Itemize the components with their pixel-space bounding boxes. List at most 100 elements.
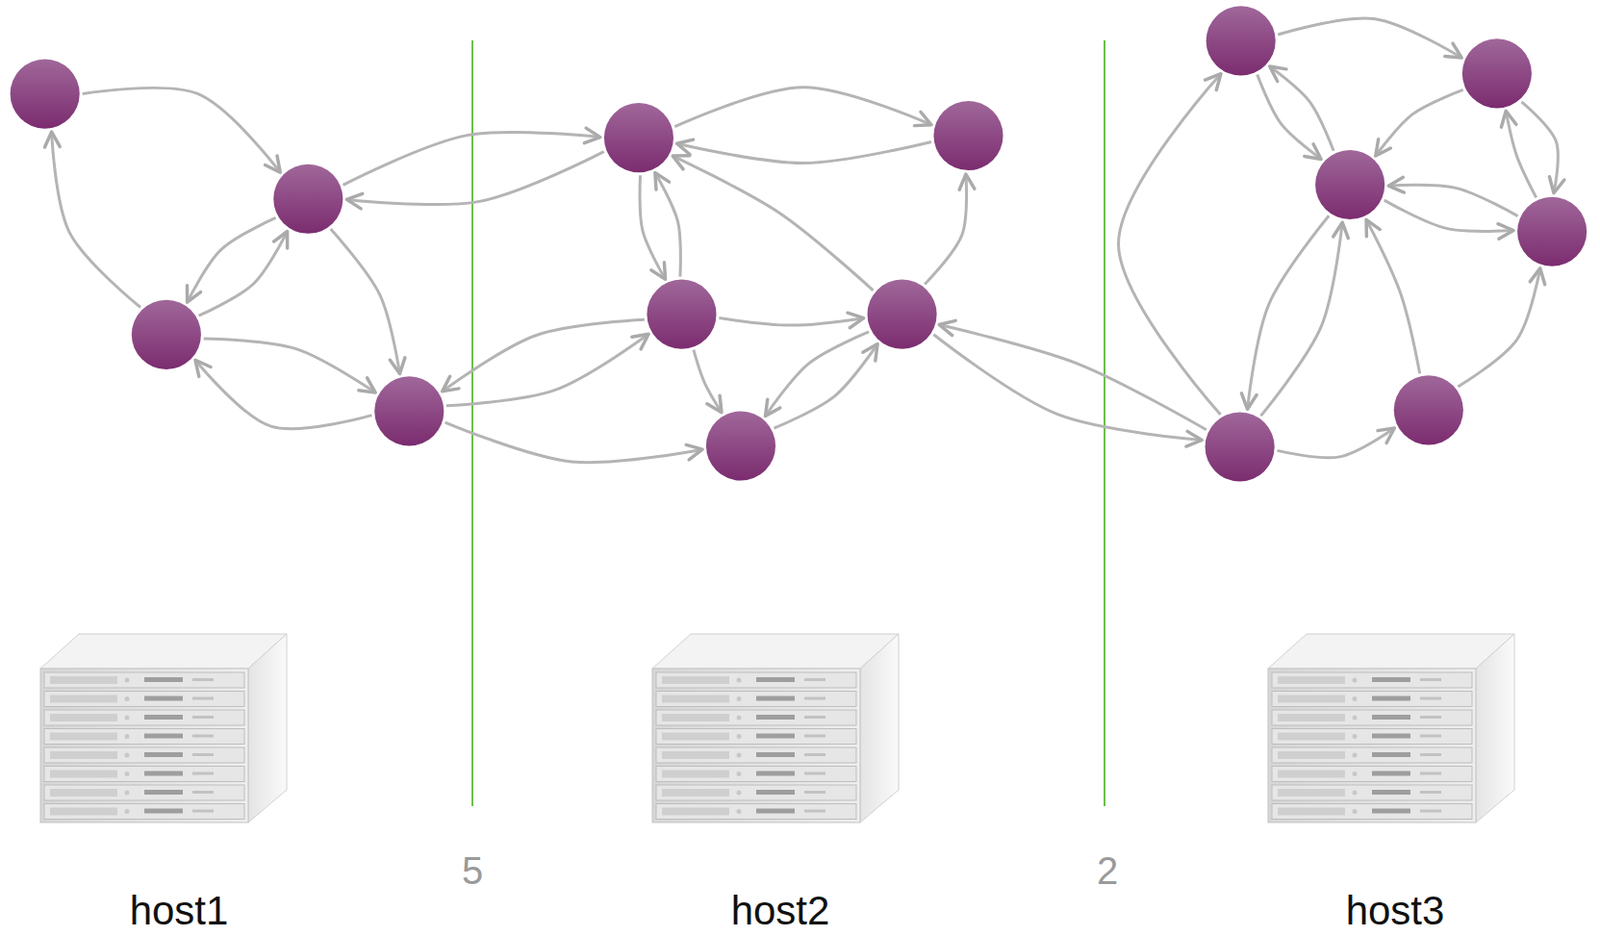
server-bay [1277,695,1346,704]
server-slot [1420,810,1442,813]
graph-vertex [374,376,444,446]
server-slot [756,809,795,814]
server-led [736,734,742,739]
server-unit [1271,747,1473,763]
server-led [1352,678,1358,684]
graph-arrow [693,350,722,413]
graph-vertex [1205,411,1275,482]
graph-arrow [672,155,873,291]
server-slot [144,677,183,683]
host-name: host1 [129,890,229,932]
server-led [125,790,130,796]
server-slot [192,715,214,719]
server-slot [192,810,214,813]
graph-vertex [1206,5,1276,76]
server-icon [1268,634,1515,823]
server-slot [756,734,795,739]
graph-arrow [346,152,604,205]
servers [40,634,1515,823]
server-icon [652,634,899,823]
server-unit [44,785,245,801]
graph-arrow [718,318,864,327]
server-bay [50,788,118,797]
server-slot [192,753,214,757]
server-unit [1271,804,1473,820]
server-unit [44,691,245,708]
server-bay [661,751,730,760]
graph-arrow [1505,110,1536,198]
server-bay [661,808,730,816]
server-led [736,753,742,759]
server-unit [656,672,857,688]
graph-arrow [939,325,1207,431]
server-unit [44,729,245,745]
server-slot [144,734,183,739]
server-bay [661,676,730,685]
server-unit [656,785,857,801]
server-unit [656,804,857,820]
server-bay [1277,770,1346,779]
server-bay [50,751,118,760]
server-slot [144,809,183,814]
server-led [1352,715,1358,721]
server-slot [144,714,183,720]
server-slot [1420,753,1442,757]
server-slot [1420,697,1442,701]
server-unit [1271,785,1473,801]
server-led [736,715,742,721]
server-unit [656,766,857,783]
server-slot [144,696,183,702]
graph-arrow [187,217,277,303]
server-bay [661,788,730,797]
graph-arrow [1375,89,1464,156]
server-front [652,668,861,823]
server-led [736,696,742,702]
graph-arrow [195,359,372,429]
server-bay [1277,733,1346,741]
server-led [125,696,130,702]
graph-vertex [604,102,674,173]
server-slot [804,790,826,794]
graph-arrow [1277,18,1462,58]
graph-vertex [1394,375,1464,445]
graph-arrow [343,131,601,185]
graph-vertex [706,410,776,481]
server-bay [50,676,118,685]
server-slot [804,735,826,738]
server-slot [144,752,183,758]
server-led [1352,753,1358,759]
server-led [1352,809,1358,814]
server-bay [50,695,118,704]
graph-arrow [639,175,666,280]
server-unit [1271,710,1473,726]
server-bay [661,770,730,779]
server-slot [1371,789,1411,795]
host-name: host3 [1346,890,1446,932]
server-led [125,753,130,759]
server-slot [1371,734,1411,739]
graph-vertex [10,59,80,129]
server-bay [1277,808,1346,816]
server-slot [756,771,795,777]
graph-arrow [1457,268,1540,387]
server-led [1352,790,1358,796]
server-led [125,734,130,739]
server-slot [1371,771,1411,777]
graph-arrow [1366,219,1421,374]
partition-line [1103,40,1106,807]
server-slot [1371,677,1411,683]
server-unit [656,691,857,708]
server-slot [192,735,214,738]
server-unit [44,710,245,726]
server-unit [1271,729,1473,745]
server-unit [44,804,245,820]
graph-edges [51,18,1559,463]
graph-arrow [1257,75,1321,160]
server-slot [1371,809,1411,814]
server-bay [1277,751,1346,760]
server-led [1352,734,1358,739]
server-front [40,668,249,823]
server-slot [192,790,214,794]
server-unit [1271,766,1473,783]
graph-vertex [866,279,937,350]
